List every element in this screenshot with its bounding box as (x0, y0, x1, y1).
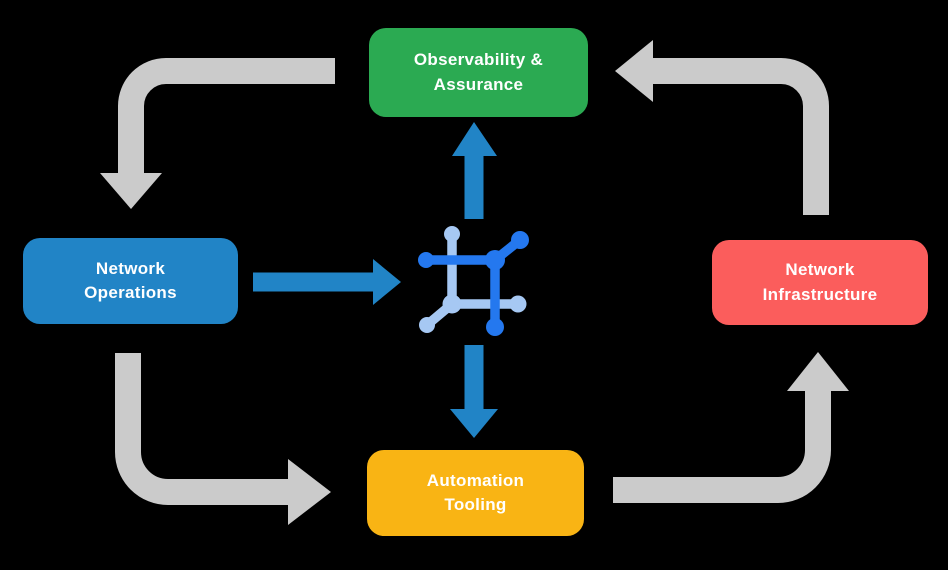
icon-node-lower-left (419, 317, 435, 333)
arrowhead-right-icon (288, 459, 331, 525)
arrow-shaft (651, 58, 829, 215)
icon-node-right (509, 295, 527, 313)
automation-tooling-box: Automation Tooling (367, 450, 584, 536)
arrow-infrastructure-to-observability (615, 40, 829, 215)
network-operations-box: Network Operations (23, 238, 238, 324)
icon-node-bottom (486, 318, 504, 336)
arrowhead-left-icon (615, 40, 653, 102)
arrow-platform-to-observability (452, 122, 497, 219)
arrow-automation-to-infrastructure (613, 352, 849, 503)
arrow-shaft (115, 353, 290, 505)
network-infrastructure-box: Network Infrastructure (712, 240, 928, 325)
icon-node-left (418, 252, 434, 268)
arrow-shaft (118, 58, 335, 176)
automation-tooling-label: Automation Tooling (426, 470, 525, 514)
arrowhead-down-icon (100, 173, 162, 209)
network-fabric-icon (418, 226, 529, 336)
observability-assurance-box: Observability & Assurance (369, 28, 588, 117)
observability-assurance-label: Observability & Assurance (413, 50, 544, 94)
icon-node-top (444, 226, 460, 242)
arrowhead-down-icon (450, 409, 498, 438)
icon-node-upper-right (511, 231, 529, 249)
arrow-observability-to-operations (100, 58, 335, 209)
arrow-operations-to-automation (115, 353, 331, 525)
network-operations-label: Network Operations (84, 258, 177, 302)
icon-primary-blue-part (418, 231, 529, 336)
arrow-shaft (613, 390, 831, 503)
network-infrastructure-label: Network Infrastructure (762, 260, 878, 304)
arrow-operations-to-platform (253, 259, 401, 305)
arrowhead-up-icon (452, 122, 497, 156)
arrowhead-right-icon (373, 259, 401, 305)
arrowhead-up-icon (787, 352, 849, 391)
arrow-platform-to-automation (450, 345, 498, 438)
icon-corner-top-right (485, 250, 505, 270)
icon-corner-bottom-left (442, 294, 462, 314)
